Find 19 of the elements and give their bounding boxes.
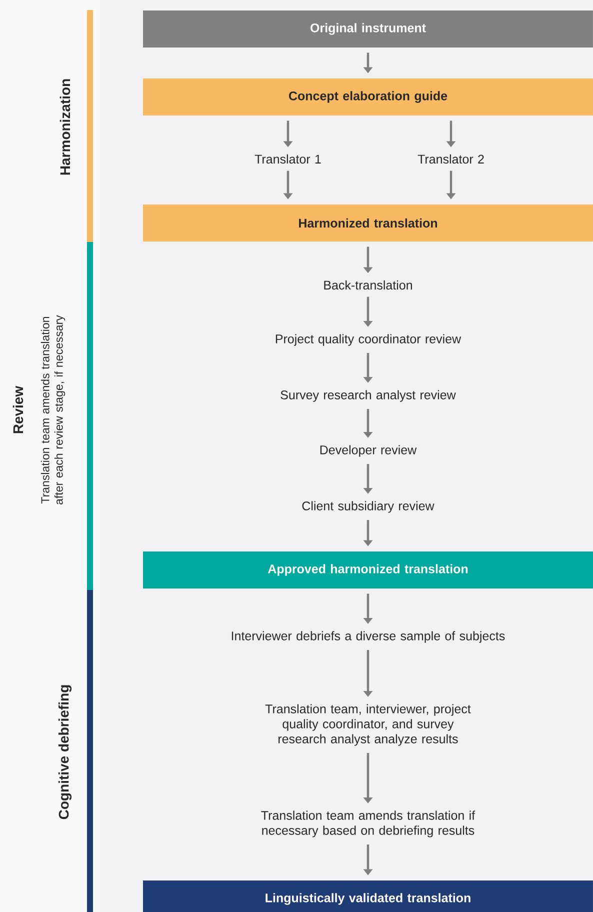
- process-box: Concept elaboration guide: [143, 78, 593, 116]
- phase-note: Translation team amends translation after each review stage, if necessary: [40, 315, 66, 504]
- step-text: Project quality coordinator review: [276, 334, 462, 346]
- step-text: Interviewer debriefs a diverse sample of subjects: [232, 631, 505, 643]
- step-text: Translator 2: [418, 154, 484, 164]
- phase-title: Cognitive debriefing: [58, 685, 72, 820]
- step-text: Developer review: [320, 445, 417, 457]
- process-box: Approved harmonized translation: [143, 552, 593, 588]
- step-text: Translation team amends translation if necessary based on debriefing results: [261, 810, 476, 838]
- step-text: Back-translation: [324, 280, 412, 290]
- step-text: Translation team, interviewer, project quality coordinator, and survey research analyst analyze results: [265, 704, 471, 746]
- phase-title: Review: [12, 386, 24, 434]
- step-text: Translator 1: [254, 154, 321, 164]
- step-text: Client subsidiary review: [302, 501, 434, 513]
- step-text: Survey research analyst review: [280, 390, 456, 402]
- process-box: Original instrument: [143, 10, 593, 48]
- process-box: Harmonized translation: [143, 204, 593, 242]
- process-box: Linguistically validated translation: [143, 880, 593, 912]
- phase-title: Harmonization: [60, 79, 70, 175]
